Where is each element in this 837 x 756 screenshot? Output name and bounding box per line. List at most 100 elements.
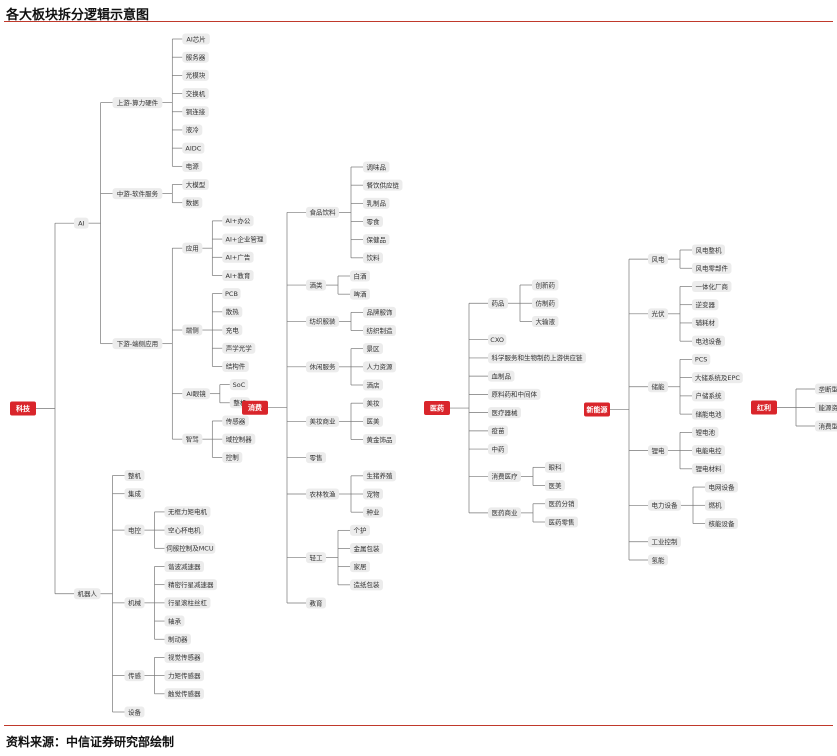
mind-map-node	[488, 388, 541, 400]
mind-map-node	[350, 561, 370, 573]
node-label: 力矩传感器	[168, 671, 201, 680]
node-label: 电池设备	[696, 336, 723, 345]
root-node	[10, 401, 36, 416]
mind-map-node	[363, 470, 396, 482]
node-label: 餐饮供应链	[367, 180, 400, 189]
node-label: 零食	[367, 217, 381, 226]
node-label: 数据	[186, 198, 200, 207]
mind-map-node	[124, 670, 145, 682]
node-label: 散热	[226, 307, 240, 316]
node-label: 工业控制	[652, 537, 679, 546]
node-label: 上游-算力硬件	[117, 98, 159, 107]
node-label: 景区	[367, 345, 381, 353]
node-label: 中药	[492, 444, 506, 453]
mind-map-node	[182, 142, 205, 154]
mind-map-node	[124, 524, 145, 536]
node-label: 中游-软件服务	[117, 189, 159, 198]
mind-map-node	[306, 597, 326, 609]
mind-map-node	[692, 244, 725, 256]
node-label: 消费医疗	[492, 472, 519, 481]
node-label: 集成	[128, 489, 142, 498]
node-label: 消费型	[819, 421, 837, 430]
node-label: CXO	[490, 336, 504, 344]
node-label: 大输液	[536, 317, 556, 326]
node-label: 锂电	[652, 446, 666, 455]
node-label: 氢能	[652, 555, 666, 564]
mind-map-node	[112, 188, 163, 200]
mind-map-node	[545, 516, 578, 528]
node-label: 纺织制造	[367, 326, 394, 335]
node-label: 种业	[367, 507, 381, 516]
mind-map-node	[532, 279, 559, 291]
mind-map-node	[692, 353, 711, 365]
node-label: PCB	[225, 290, 238, 298]
mind-map-node	[124, 706, 145, 718]
mind-map-node	[164, 597, 211, 609]
node-label: 轻工	[310, 553, 324, 562]
root-node	[242, 400, 268, 415]
root-node	[751, 400, 777, 415]
node-label: AI眼镜	[186, 389, 206, 398]
node-label: 电源	[186, 162, 200, 171]
node-label: 逆变器	[696, 300, 716, 309]
mind-map-node	[363, 415, 383, 427]
node-label: 宠物	[367, 489, 381, 498]
root-node-label: 新能源	[587, 405, 608, 414]
mind-map-node	[182, 388, 210, 400]
mind-map-node	[306, 206, 339, 218]
mind-map-node	[222, 233, 267, 245]
mind-map-node	[488, 407, 521, 419]
node-label: 电网设备	[709, 482, 736, 491]
mind-map-node	[692, 463, 725, 475]
bottom-rule	[4, 725, 833, 726]
node-label: 视觉传感器	[168, 653, 201, 662]
node-label: 控制	[226, 453, 240, 462]
mind-map-node	[648, 381, 668, 393]
mind-map-node	[222, 433, 256, 445]
mind-map-node	[74, 588, 101, 600]
mind-map-node	[705, 518, 738, 530]
node-label: AI	[78, 219, 84, 227]
node-label: 家居	[354, 562, 368, 571]
mind-map-node	[815, 420, 837, 432]
mind-map-node	[648, 536, 681, 548]
mind-map-node	[222, 288, 241, 300]
node-label: AIDC	[185, 144, 201, 152]
node-label: 风电	[652, 254, 666, 263]
node-label: 服务器	[186, 52, 206, 61]
node-label: 血制品	[492, 371, 512, 380]
mind-map-node	[648, 253, 668, 265]
root-node-label: 红利	[757, 403, 771, 412]
node-label: 下游-端侧应用	[117, 339, 158, 348]
node-label: 充电	[226, 325, 240, 334]
mind-map-node	[692, 408, 725, 420]
mind-map-node	[692, 299, 719, 311]
mind-map-node	[692, 372, 743, 384]
mind-map-node	[363, 361, 396, 373]
mind-map-node	[182, 88, 209, 100]
mind-map-node	[164, 615, 185, 627]
mind-map-node	[182, 106, 209, 118]
mind-map-node	[112, 97, 163, 109]
mind-map-node	[363, 234, 390, 246]
mind-map-node	[363, 197, 390, 209]
node-label: PCS	[695, 356, 708, 364]
node-label: 辅耗材	[696, 318, 716, 327]
node-label: 谐波减速器	[168, 562, 201, 571]
node-label: 电控	[128, 525, 142, 534]
node-label: 酒店	[367, 380, 381, 389]
node-label: 燃机	[709, 501, 723, 510]
node-label: 大储系统及EPC	[695, 373, 741, 382]
node-label: 纺织服装	[310, 317, 337, 326]
source-note: 资料来源：中信证券研究部绘制	[6, 735, 175, 749]
node-label: 整机	[128, 471, 142, 480]
mind-map-node	[306, 488, 339, 500]
mind-map-node	[363, 179, 403, 191]
node-label: 白酒	[354, 271, 368, 280]
root-node	[584, 402, 610, 417]
mind-map-node	[182, 179, 209, 191]
mind-map-node	[692, 317, 719, 329]
mind-map-node	[488, 507, 521, 519]
node-label: AI+企业管理	[226, 234, 264, 243]
